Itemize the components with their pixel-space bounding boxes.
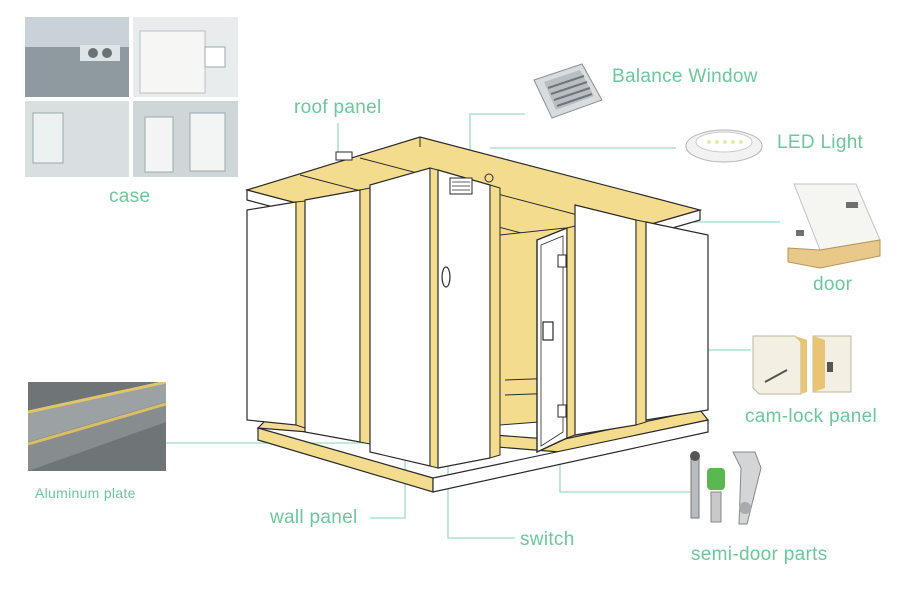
label-led-light: LED Light — [777, 132, 864, 153]
led-light-photo — [683, 122, 765, 166]
label-switch: switch — [520, 529, 575, 550]
label-cam-lock-panel: cam-lock panel — [745, 406, 877, 427]
label-semi-door-parts: semi-door parts — [691, 544, 828, 565]
wall-panels-right — [566, 204, 709, 439]
label-wall-panel: wall panel — [270, 507, 358, 528]
wall-panels-left — [246, 167, 439, 469]
aluminum-plate-photo — [28, 382, 166, 471]
cam-lock-panel-photo — [751, 332, 855, 400]
case-photo-collage — [25, 17, 238, 177]
semi-door-parts-photo — [685, 448, 765, 530]
label-roof-panel: roof panel — [294, 97, 382, 118]
open-door — [536, 226, 568, 454]
door-panel-photo — [784, 180, 884, 272]
label-balance-window: Balance Window — [612, 66, 758, 87]
label-door: door — [813, 274, 853, 295]
wall-panels-front — [437, 169, 501, 469]
balance-window-photo — [530, 60, 606, 122]
label-case: case — [109, 186, 151, 207]
label-aluminum-plate: Aluminum plate — [35, 485, 136, 501]
